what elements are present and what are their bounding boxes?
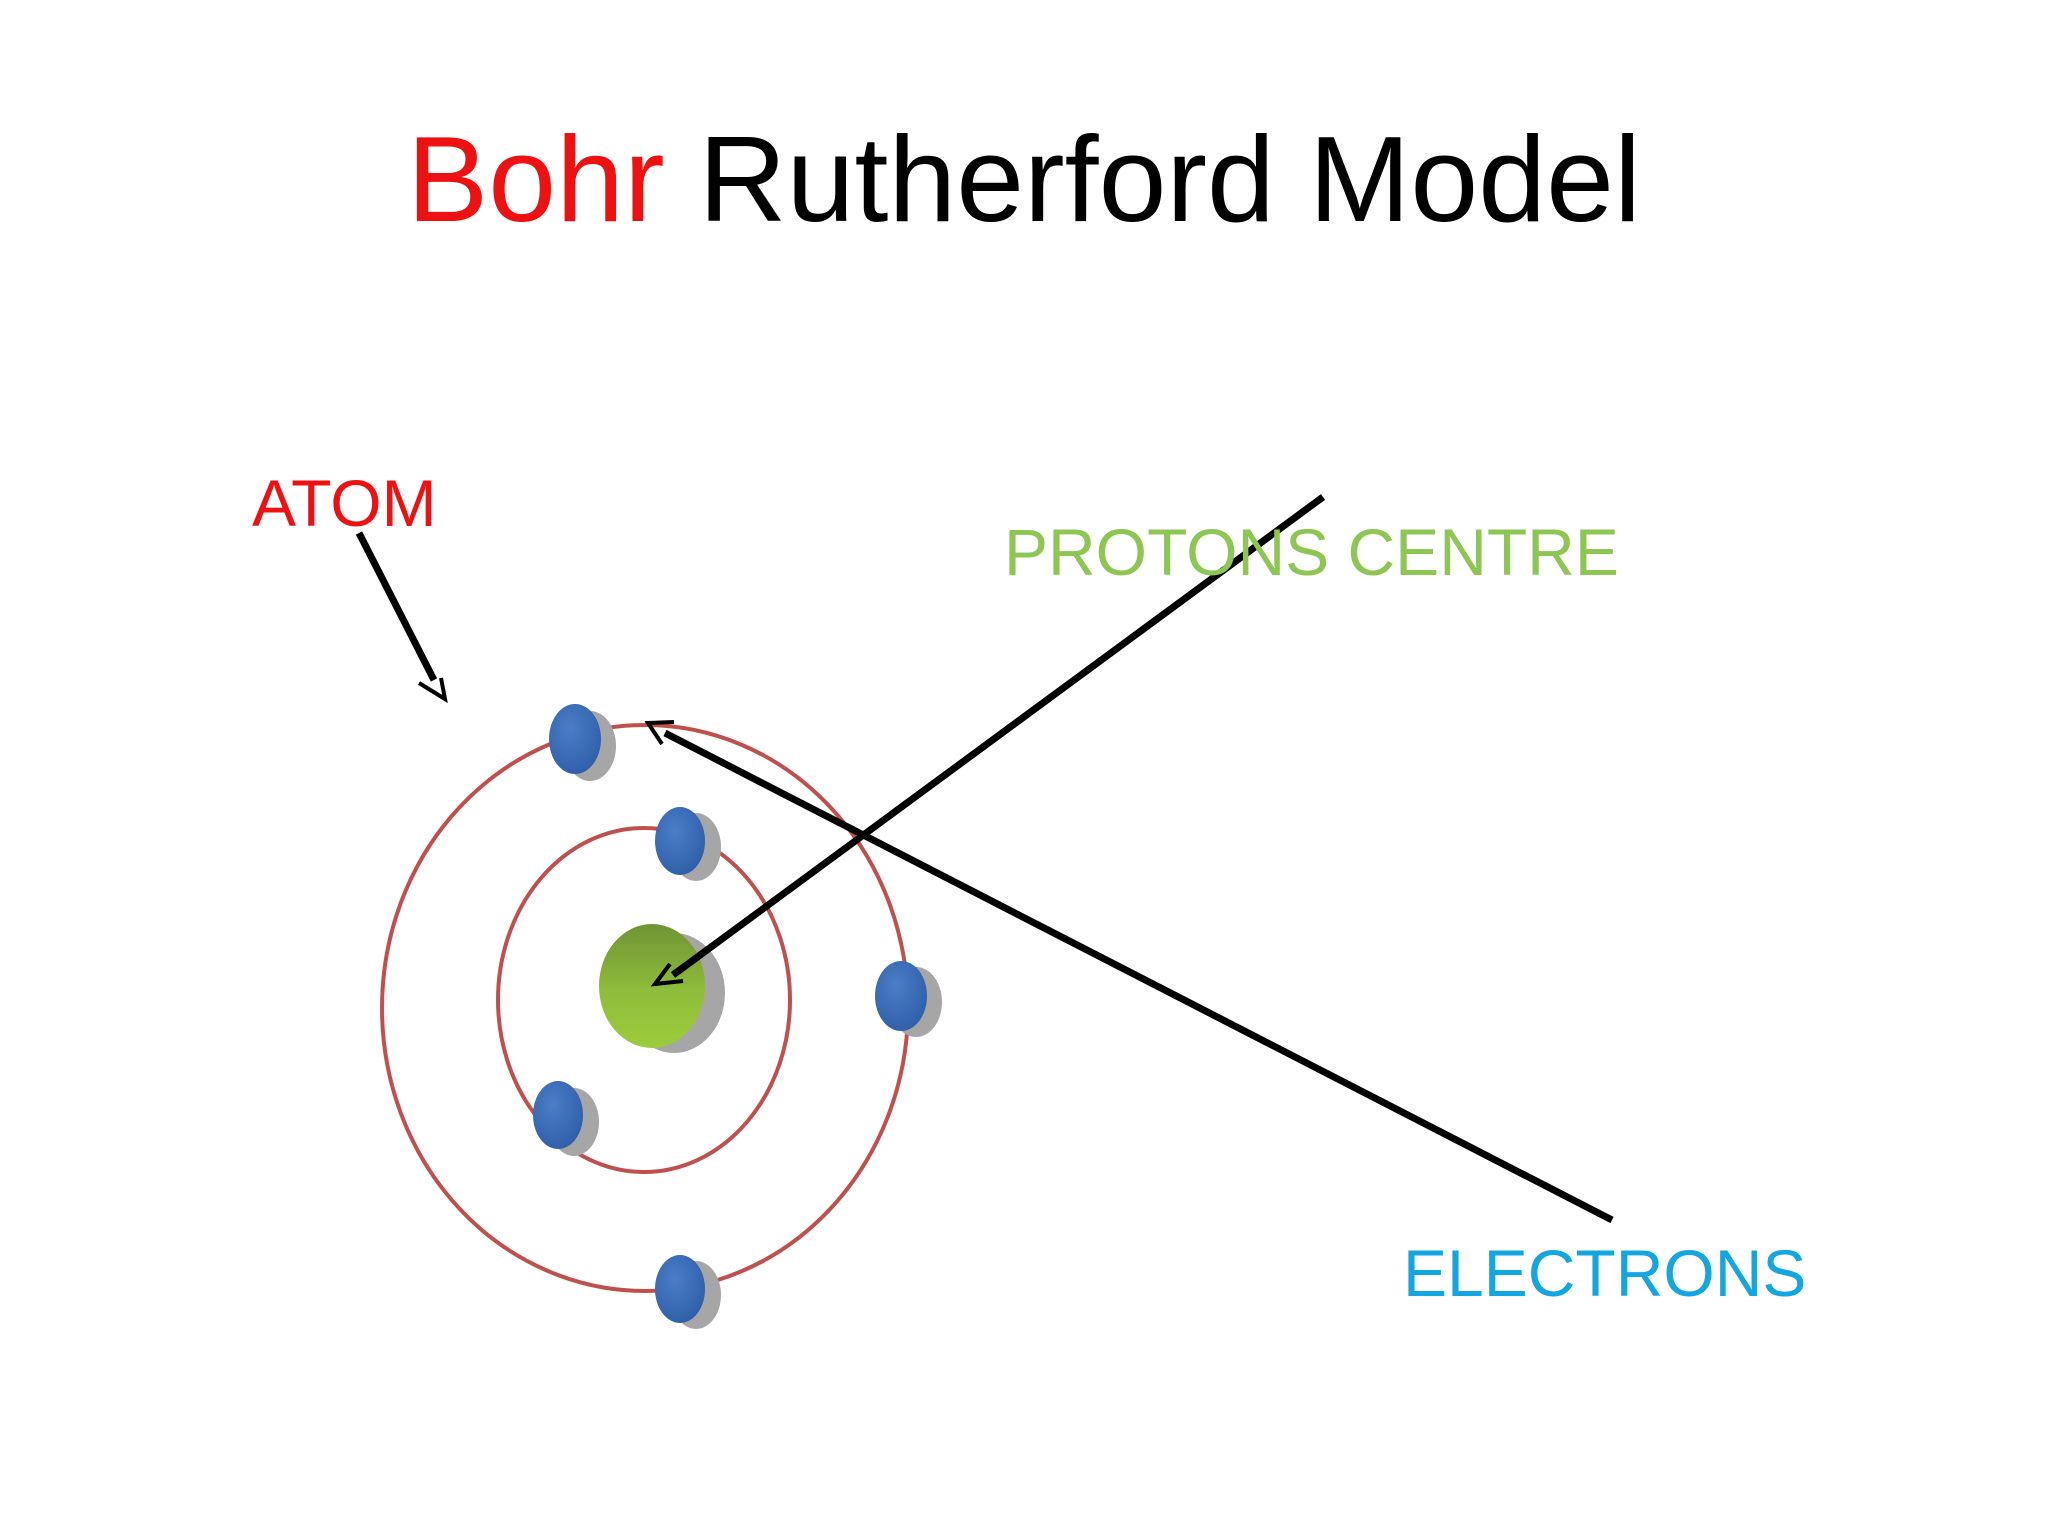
electron-sphere [533, 1081, 583, 1149]
title-main: Rutherford Model [698, 111, 1642, 247]
electrons-label: ELECTRONS [1403, 1236, 1807, 1310]
title-accent: Bohr [406, 111, 665, 247]
nucleus [599, 924, 725, 1053]
atom-label: ATOM [252, 466, 437, 540]
page-title: Bohr Rutherford Model [0, 118, 2048, 240]
protons-arrow [650, 494, 1326, 987]
inner-orbit [496, 826, 792, 1174]
electron [655, 1255, 721, 1329]
electron [875, 961, 942, 1037]
electrons-arrow [644, 720, 1614, 1224]
atom-arrow [355, 531, 448, 704]
electron-sphere [549, 704, 601, 774]
electron [549, 704, 616, 781]
electron [655, 807, 721, 881]
electron-sphere [875, 961, 927, 1031]
electron-sphere [655, 1255, 705, 1323]
electron [533, 1081, 599, 1156]
protons-label: PROTONS CENTRE [1004, 515, 1619, 589]
electron-sphere [655, 807, 705, 875]
